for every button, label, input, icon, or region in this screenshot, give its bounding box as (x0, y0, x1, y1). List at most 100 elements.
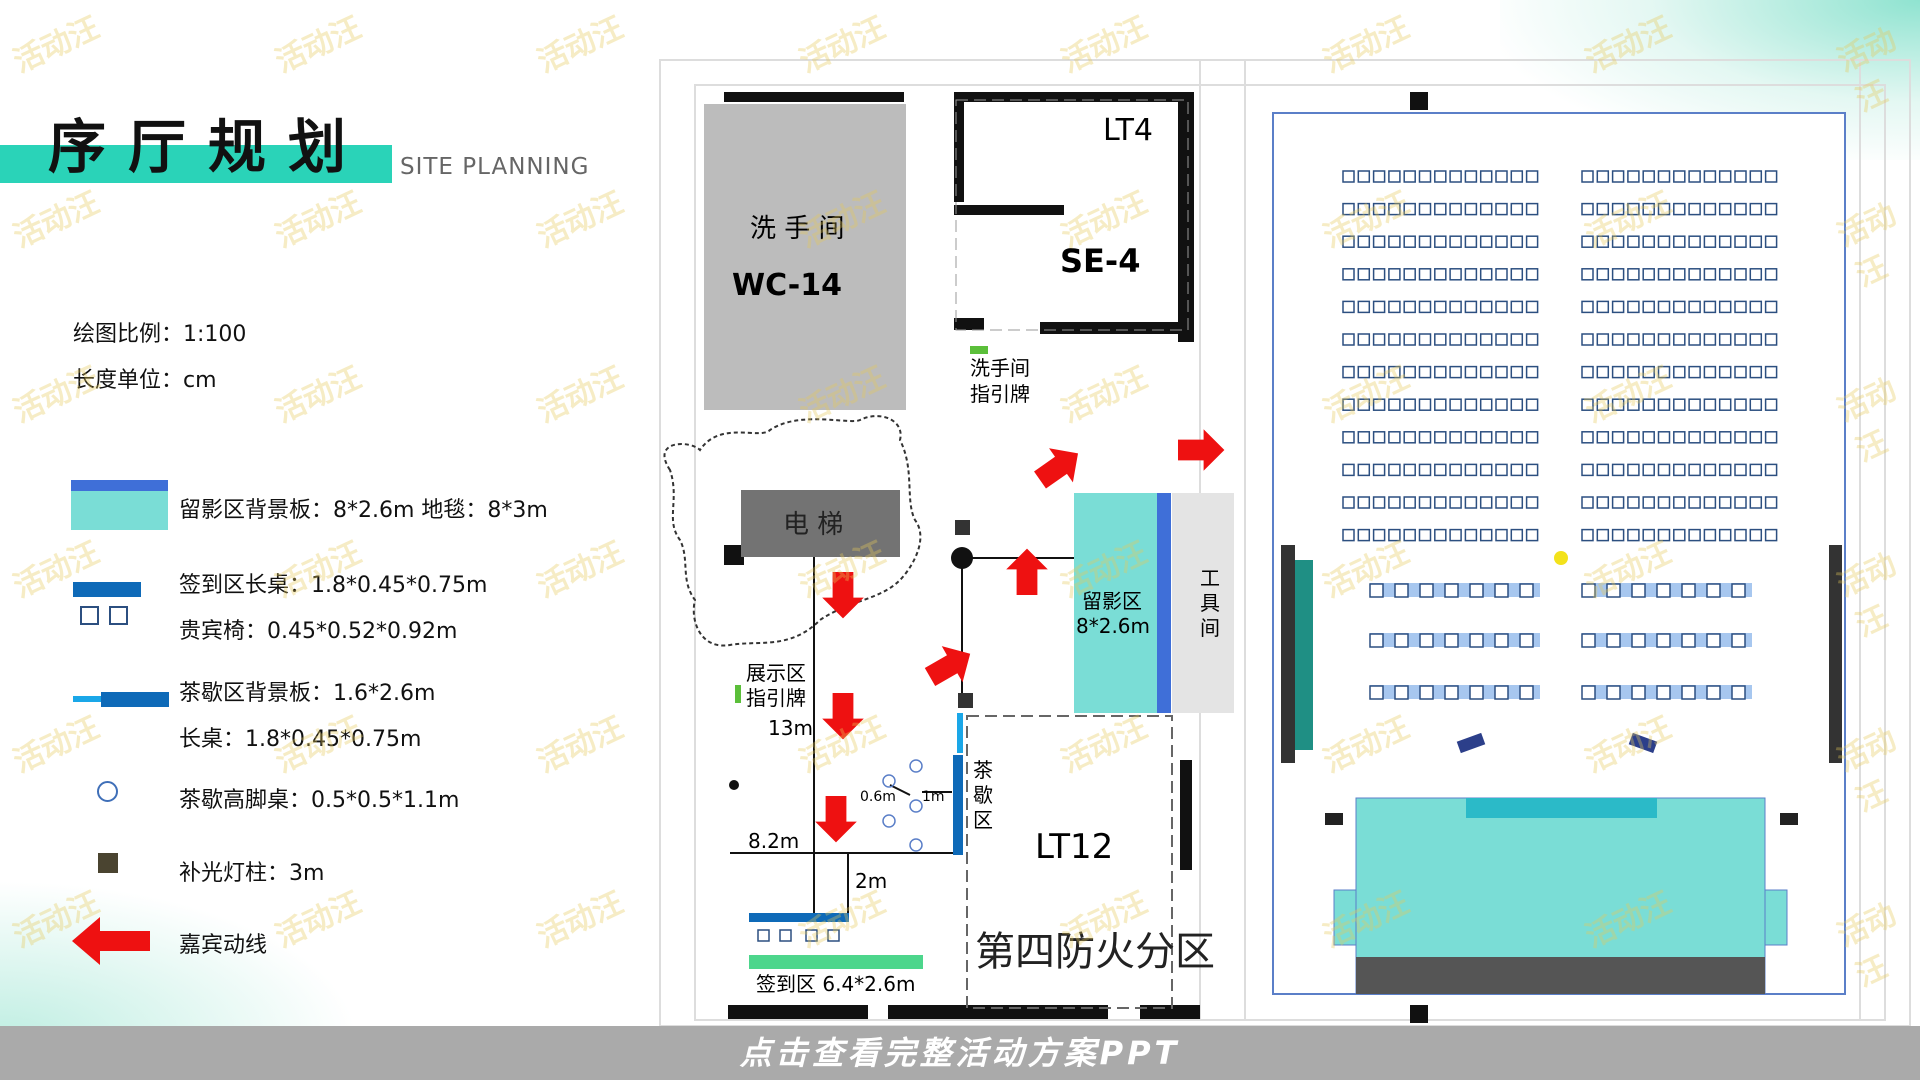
audience-chair (1718, 333, 1732, 346)
audience-chair (1642, 398, 1655, 411)
legend-light-text: 补光灯柱：3m (179, 861, 325, 886)
audience-chair (1434, 268, 1447, 281)
audience-chair (1449, 463, 1462, 477)
audience-chair (1657, 463, 1671, 477)
audience-chair (1464, 431, 1478, 444)
audience-chair (1495, 431, 1508, 444)
dimension-lines (730, 557, 1074, 915)
audience-chair (1403, 170, 1416, 183)
camera-position (1456, 732, 1486, 754)
audience-chair (1388, 431, 1401, 444)
audience-chair (1642, 300, 1655, 314)
audience-chair (1642, 528, 1655, 542)
audience-chair (1581, 398, 1594, 411)
cta-banner[interactable]: 点击查看完整活动方案PPT (0, 1026, 1920, 1080)
audience-chair (1525, 268, 1539, 281)
audience-chair (1688, 333, 1701, 346)
audience-chair (1510, 463, 1524, 477)
audience-chair (1388, 202, 1401, 216)
vip-chair (1581, 685, 1596, 700)
vip-chair (1444, 633, 1459, 648)
audience-chair (1657, 268, 1671, 281)
audience-chair (1611, 463, 1625, 477)
elevator (741, 490, 900, 557)
watermark: 活动汪 (532, 185, 629, 256)
audience-chair (1657, 300, 1671, 314)
stage-side (1764, 889, 1788, 946)
audience-chair (1418, 202, 1432, 216)
audience-chair (1718, 202, 1732, 216)
audience-chair (1673, 496, 1686, 509)
audience-chair (1357, 202, 1371, 216)
signin-carpet (749, 955, 923, 969)
guest-flow-arrow (919, 635, 981, 696)
audience-chair (1372, 235, 1386, 248)
audience-chair (1718, 300, 1732, 314)
audience-chair (1627, 170, 1640, 183)
audience-chair (1525, 431, 1539, 444)
audience-chair (1688, 528, 1701, 542)
se4-label: SE-4 (1060, 242, 1140, 280)
audience-chair (1596, 463, 1610, 477)
audience-chair (1449, 202, 1462, 216)
hall-wall (1829, 545, 1842, 763)
audience-chair (1734, 528, 1747, 542)
legend-arrow-icon (72, 917, 150, 965)
audience-chair (1434, 235, 1447, 248)
dim-13m: 13m (768, 716, 813, 740)
watermark: 活动汪 (270, 360, 367, 431)
audience-chair (1657, 202, 1671, 216)
watermark: 活动汪 (532, 360, 629, 431)
audience-chair (1449, 268, 1462, 281)
audience-chair (1418, 170, 1432, 183)
audience-chair (1764, 463, 1778, 477)
audience-chair (1357, 235, 1371, 248)
audience-chair (1418, 528, 1432, 542)
audience-chair (1372, 365, 1386, 379)
audience-chair (1749, 170, 1763, 183)
audience-chair (1342, 398, 1355, 411)
audience-chair (1611, 496, 1625, 509)
audience-chair (1479, 528, 1493, 542)
photo-zone-label: 留影区 (1082, 589, 1142, 613)
audience-chair (1342, 202, 1355, 216)
audience-chair (1510, 170, 1524, 183)
washroom-area (704, 104, 906, 410)
watermark: 活动汪 (532, 885, 629, 956)
audience-chair (1688, 202, 1701, 216)
watermark: 活动汪 (8, 185, 105, 256)
audience-chair (1403, 431, 1416, 444)
elevator-label: 电 梯 (783, 510, 843, 540)
audience-chair (1627, 300, 1640, 314)
audience-chair (1449, 528, 1462, 542)
cta-text[interactable]: 点击查看完整活动方案PPT (739, 1034, 1181, 1072)
audience-chair (1673, 170, 1686, 183)
vip-chair (1369, 633, 1384, 648)
audience-chair (1479, 235, 1493, 248)
legend-tea-table-text: 长桌：1.8*0.45*0.75m (179, 727, 422, 752)
audience-chair (1734, 398, 1747, 411)
audience-chair (1581, 235, 1594, 248)
audience-chair (1581, 170, 1594, 183)
audience-chair (1403, 398, 1416, 411)
audience-chair (1495, 333, 1508, 346)
display-sign-label: 指引牌 (746, 686, 806, 710)
audience-chair (1403, 202, 1416, 216)
tea-backdrop (957, 713, 963, 753)
audience-chair (1764, 235, 1778, 248)
audience-chair (1434, 496, 1447, 509)
audience-chair (1510, 398, 1524, 411)
legend-tea-table (101, 692, 169, 707)
audience-chair (1596, 268, 1610, 281)
vip-chair (1469, 633, 1484, 648)
audience-chair (1342, 268, 1355, 281)
audience-chair (1764, 431, 1778, 444)
audience-chair (1449, 170, 1462, 183)
vip-chair (1631, 685, 1646, 700)
lt4-label: LT4 (1103, 113, 1153, 148)
audience-chair (1764, 496, 1778, 509)
audience-chair (1596, 528, 1610, 542)
audience-chair (1673, 528, 1686, 542)
audience-chair (1495, 496, 1508, 509)
audience-chair (1611, 300, 1625, 314)
